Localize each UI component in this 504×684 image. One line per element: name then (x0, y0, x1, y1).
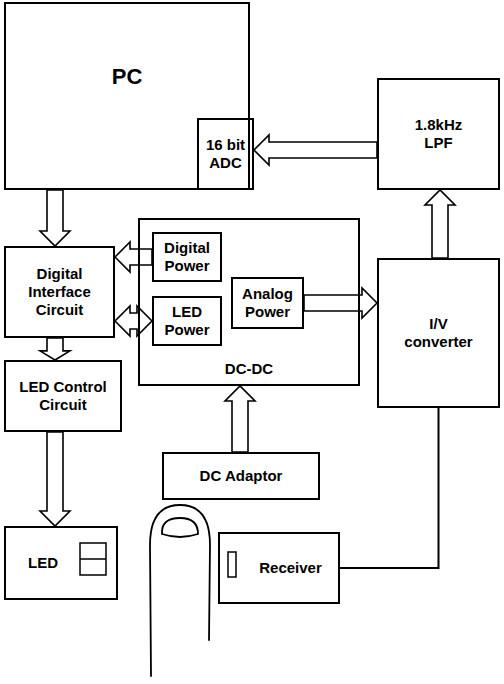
led-chip-divider (80, 558, 106, 560)
box-label: LED Power (157, 303, 217, 339)
dcdc-box: Digital PowerLED Power Analog PowerDC-DC (138, 218, 360, 386)
adc-box: 16 bit ADC (197, 118, 254, 190)
box-label: LED Control Circuit (9, 378, 117, 414)
led-box: LED (4, 526, 118, 600)
box-label: Analog Power (236, 285, 299, 321)
adaptor-box: DC Adaptor (162, 452, 320, 500)
finger-nail (162, 518, 198, 537)
block-arrow (304, 288, 377, 318)
box-label: 1.8kHz LPF (409, 116, 469, 152)
interface-box: Digital Interface Circuit (4, 246, 115, 338)
block-arrow (115, 306, 152, 336)
box-label: Digital Interface Circuit (12, 265, 107, 319)
power-box: LED Power (152, 296, 222, 346)
box-label: Digital Power (157, 239, 217, 275)
block-arrow (40, 338, 70, 360)
power-box: Analog Power (231, 277, 304, 329)
box-label: I/V converter (399, 315, 479, 351)
power-box: Digital Power (152, 232, 222, 282)
receiver-window (228, 552, 236, 577)
block-arrow (115, 242, 152, 272)
computer-label: PC (112, 64, 143, 90)
filter-box: 1.8kHz LPF (377, 78, 500, 190)
box-label: DC-DC (225, 360, 273, 378)
block-arrow (40, 432, 70, 526)
block-arrow (40, 190, 70, 246)
box-label: DC Adaptor (200, 467, 283, 485)
box-label: 16 bit ADC (202, 136, 249, 172)
receiver-box: Receiver (218, 532, 340, 604)
led-chip (80, 543, 106, 575)
signal-wire (340, 408, 439, 568)
control-box: LED Control Circuit (4, 360, 122, 432)
box-label: LED (28, 554, 58, 572)
converter-box: I/V converter (377, 258, 500, 408)
pc-box: 16 bit ADC PC (4, 2, 250, 190)
block-arrow (425, 190, 455, 258)
block-arrow (225, 386, 255, 452)
finger (150, 505, 210, 676)
box-label: Receiver (259, 559, 322, 577)
block-arrow (254, 135, 377, 165)
